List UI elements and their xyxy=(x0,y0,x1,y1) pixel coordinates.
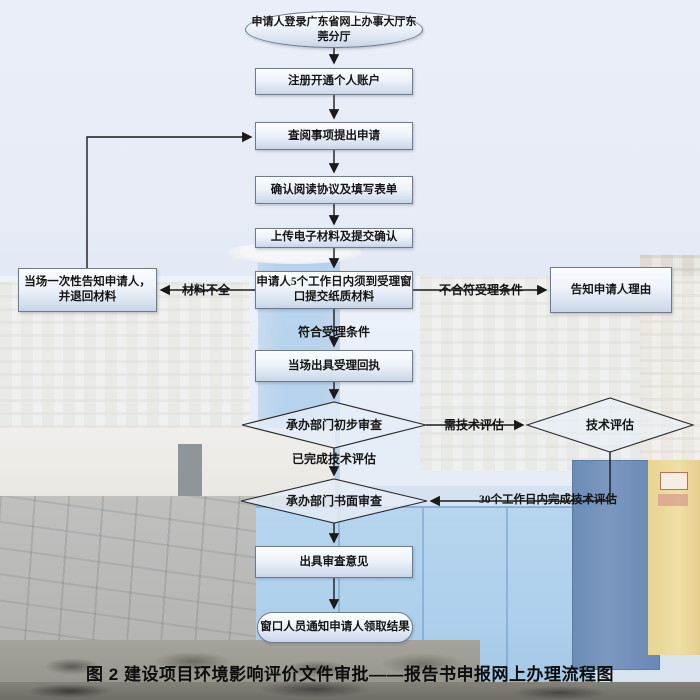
figure-caption: 图 2 建设项目环境影响评价文件审批——报告书申报网上办理流程图 xyxy=(86,665,614,684)
edge-return-apply-feedback xyxy=(86,131,253,268)
node-register-label: 注册开通个人账户 xyxy=(288,75,380,88)
edge-label-incomplete: 材料不全 xyxy=(181,283,230,297)
edge-label-not-qualified: 不合符受理条件 xyxy=(438,283,523,297)
edge-label-eval-done: 已完成技术评估 xyxy=(291,452,376,466)
node-preliminary-review-label: 承办部门初步审查 xyxy=(285,417,382,432)
node-paper-line2: 口提交纸质材料 xyxy=(293,291,375,303)
bg-debris-strip xyxy=(0,640,480,688)
node-receipt-label: 当场出具受理回执 xyxy=(288,359,380,372)
node-receipt: 当场出具受理回执 xyxy=(255,350,413,382)
node-opinion-label: 出具审查意见 xyxy=(299,555,369,568)
edge-techeval-written xyxy=(429,452,611,507)
node-inform-reason-label: 告知申请人理由 xyxy=(570,283,652,296)
node-tech-eval-label: 技术评估 xyxy=(585,417,634,432)
node-inform-reason: 告知申请人理由 xyxy=(550,267,672,313)
node-start-line1: 申请人登录广东省网上办事大厅东 xyxy=(251,16,417,29)
node-upload: 上传电子材料及提交确认 xyxy=(255,228,413,248)
node-apply-label: 查阅事项提出申请 xyxy=(288,129,380,142)
bg-bottom-rubble xyxy=(0,682,700,700)
node-agreement: 确认阅读协议及填写表单 xyxy=(255,176,413,204)
yellow-container-label2 xyxy=(658,494,688,506)
node-finish-label: 窗口人员通知申请人领取结果 xyxy=(260,621,410,634)
diamond-preliminary-review xyxy=(241,401,427,449)
node-apply: 查阅事项提出申请 xyxy=(255,122,413,150)
node-paper-line1: 申请人5个工作日内须到受理窗 xyxy=(256,276,412,289)
node-upload-label: 上传电子材料及提交确认 xyxy=(270,231,398,244)
bg-doorway xyxy=(178,444,202,496)
diamond-tech-eval xyxy=(525,397,695,453)
edge-label-qualified: 符合受理条件 xyxy=(297,325,370,339)
node-return-materials-line1: 当场一次性告知申请人， xyxy=(24,276,151,289)
node-written-review-label: 承办部门书面审查 xyxy=(285,493,382,508)
node-paper: 申请人5个工作日内须到受理窗 口提交纸质材料 xyxy=(255,271,413,309)
node-start: 申请人登录广东省网上办事大厅东 莞分厅 xyxy=(245,11,423,48)
bg-yellow-container xyxy=(648,460,700,655)
yellow-container-label xyxy=(660,472,688,490)
node-opinion: 出具审查意见 xyxy=(255,546,413,578)
bg-white-wall xyxy=(0,428,335,498)
node-return-materials-line2: 并退回材料 xyxy=(58,291,117,303)
node-finish: 窗口人员通知申请人领取结果 xyxy=(257,612,413,643)
edge-label-eval-30days: 30个工作日内完成技术评估 xyxy=(479,494,617,506)
node-register: 注册开通个人账户 xyxy=(255,68,413,95)
node-agreement-label: 确认阅读协议及填写表单 xyxy=(270,183,398,196)
edge-label-need-eval: 需技术评估 xyxy=(443,418,504,432)
diamond-written-review xyxy=(240,478,428,524)
node-start-line2: 莞分厅 xyxy=(317,30,351,43)
node-return-materials: 当场一次性告知申请人， 并退回材料 xyxy=(18,268,157,312)
